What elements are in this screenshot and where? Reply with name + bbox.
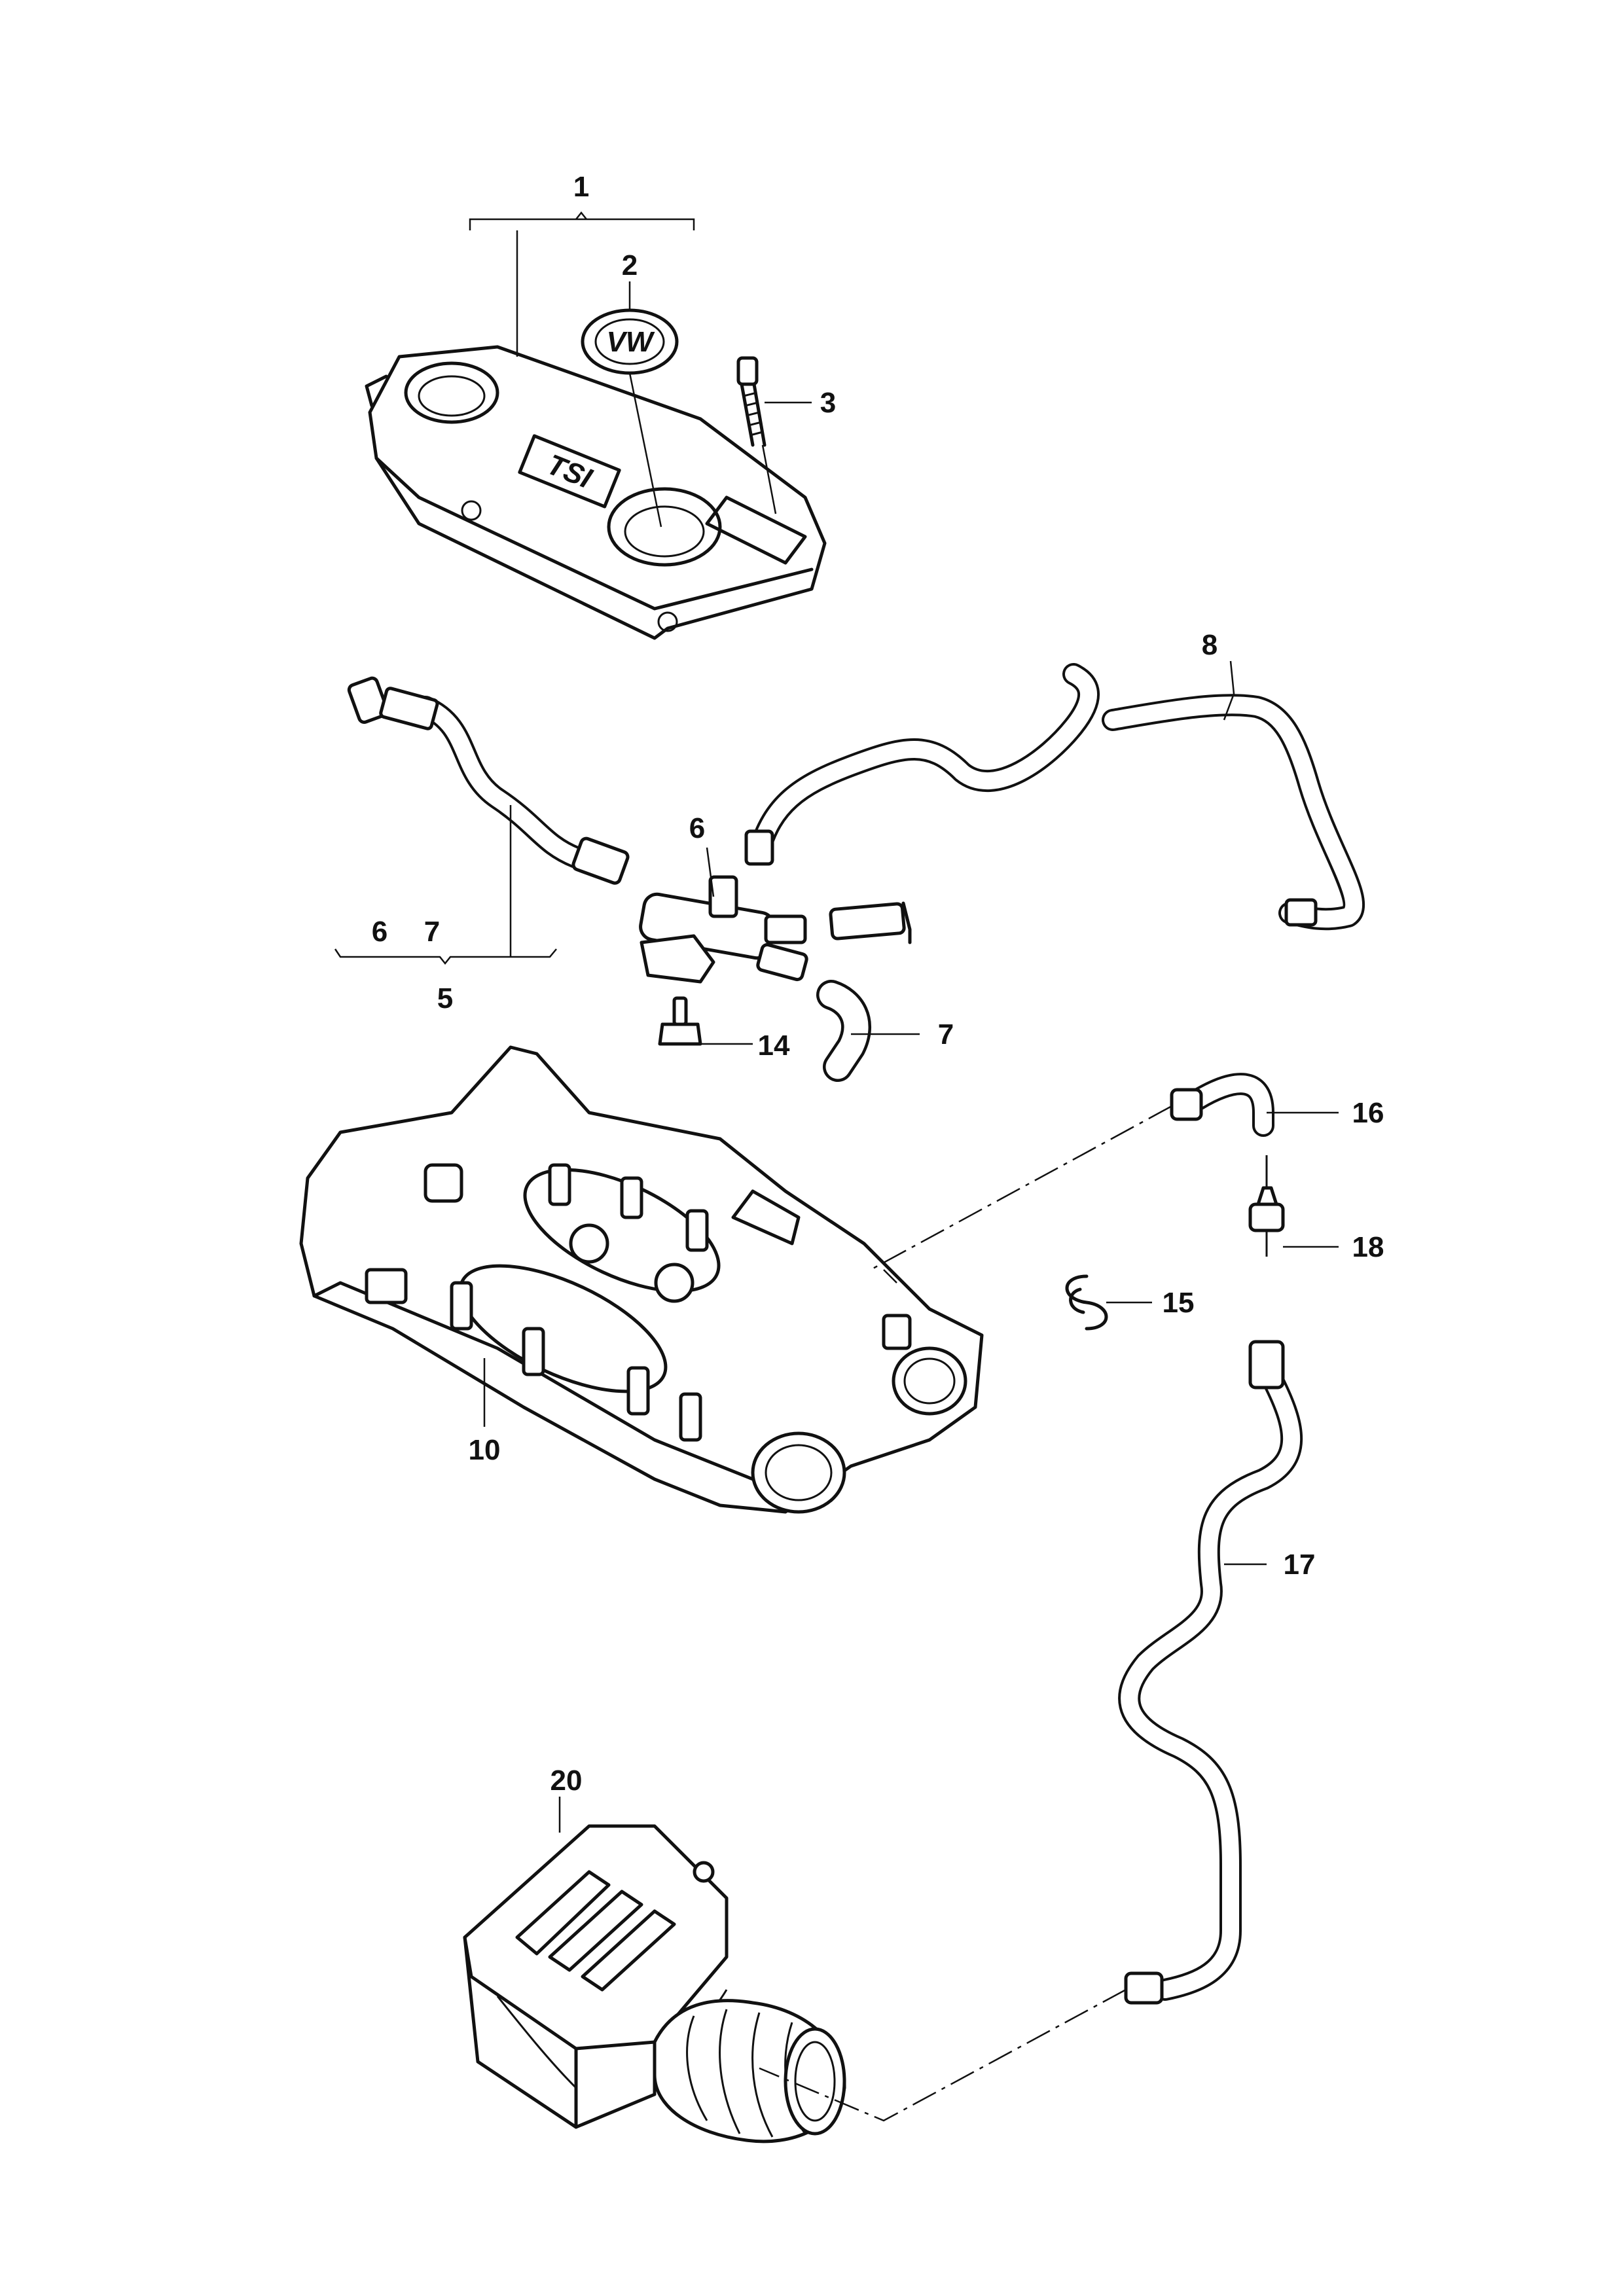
non-return-valve	[1248, 1155, 1285, 1257]
vacuum-hose-lower	[1118, 1340, 1303, 2005]
callout-6-group: 6	[372, 916, 388, 948]
callout-8: 8	[1202, 629, 1218, 661]
cover-opening-right	[607, 487, 722, 567]
callout-17: 17	[1284, 1549, 1316, 1581]
cover-bolt	[736, 356, 767, 447]
short-hose	[816, 980, 871, 1082]
air-filter-box	[463, 1824, 846, 2144]
callout-labels: 1 2 3 8 6 6 7 5 7 14 16 18 15 10 17 20	[372, 171, 1384, 1797]
cover-opening-left	[404, 361, 499, 424]
mounting-bracket	[640, 934, 715, 984]
callout-10: 10	[469, 1434, 501, 1466]
intake-manifold	[299, 1045, 984, 1514]
callout-16: 16	[1352, 1097, 1384, 1129]
vacuum-hose-upper	[1170, 1073, 1274, 1137]
assembly-brackets	[334, 211, 695, 965]
bracket-screw	[658, 996, 702, 1046]
leader-lines	[483, 281, 1339, 2122]
callout-20: 20	[550, 1765, 583, 1797]
callout-1: 1	[573, 171, 589, 203]
callout-7: 7	[938, 1018, 954, 1050]
hose-clip	[1065, 1274, 1108, 1331]
engine-cover: TSI	[365, 345, 827, 640]
intake-bellows	[653, 1999, 846, 2144]
callout-15: 15	[1163, 1287, 1195, 1319]
callout-14: 14	[758, 1030, 790, 1062]
tsi-badge: TSI	[518, 434, 621, 509]
vw-emblem-text: VW	[607, 326, 655, 358]
callout-3: 3	[820, 387, 836, 419]
callout-7-group: 7	[424, 916, 440, 948]
callout-18: 18	[1352, 1231, 1384, 1263]
callout-6: 6	[689, 812, 705, 844]
breather-hose-left	[347, 676, 630, 885]
vw-emblem: VW	[581, 308, 679, 375]
t-connector	[639, 875, 912, 984]
callout-5: 5	[437, 982, 453, 1014]
callout-2: 2	[622, 249, 638, 281]
breather-hose-long	[744, 663, 1365, 931]
